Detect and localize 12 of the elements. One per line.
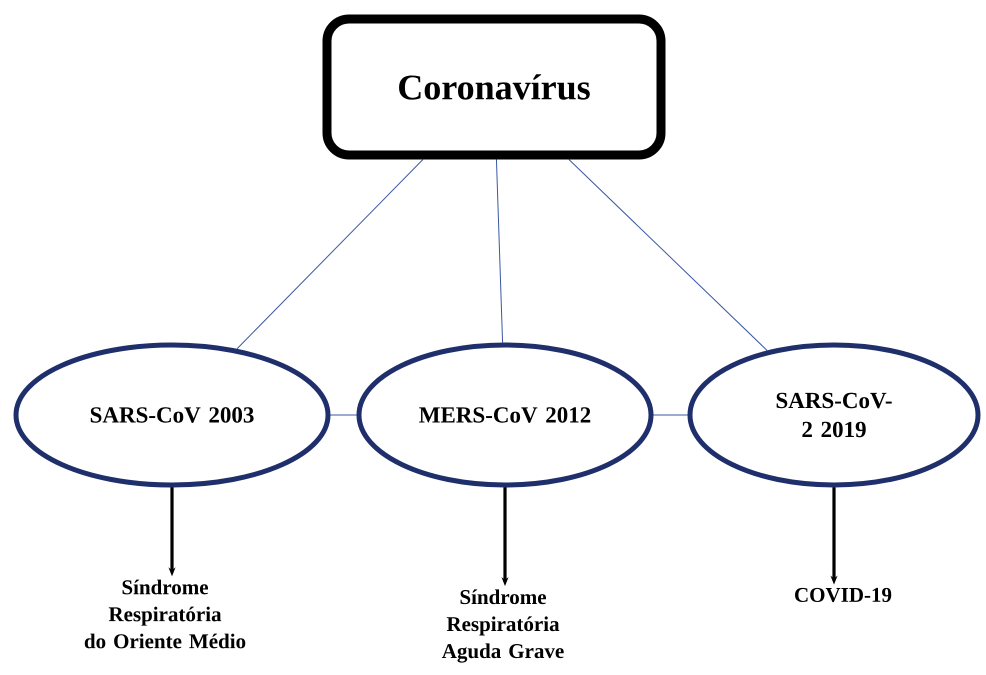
outcome-text: Síndrome Respiratória Aguda Grave [442,589,564,663]
ellipse-node: MERS-CoV 2012 [356,342,654,488]
outcome-text: COVID-19 [795,588,892,602]
connector-line [568,159,768,351]
connector-line [653,414,688,416]
outcome-text: Síndrome Respiratória do Oriente Médio [84,580,246,648]
ellipse-node: SARS-CoV 2003 [14,342,330,488]
connector-line [330,414,357,416]
title-box: Coronavírus [322,14,666,160]
connector-line [496,159,504,343]
connector-line [236,159,424,350]
ellipse-node: SARS-CoV-2 2019 [688,342,980,488]
